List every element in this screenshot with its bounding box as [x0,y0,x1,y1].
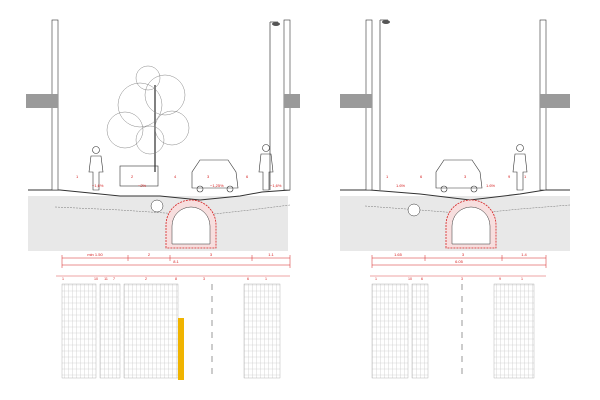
right-plan-num-2: 10 [408,277,412,281]
right-label-6: 6 [420,174,423,179]
right-dim-1: 1.65 [394,252,403,257]
left-dim-1: min 1.50 [87,252,103,257]
left-road-surface [28,189,291,201]
right-plan: 1 10 6 3 9 1 [370,275,546,379]
left-plan-strip [99,283,121,379]
pedestrian-icon [88,146,104,191]
left-label-3: 3 [207,174,210,179]
left-plan-sidewalk-right [243,283,281,379]
car-icon-right [435,159,483,193]
right-dim-total: 6.05 [455,259,464,264]
right-plan-strip [411,283,429,379]
left-dim-4: 1.1 [268,252,274,257]
right-pipe [407,203,421,217]
right-dim-2: 3 [462,252,465,257]
left-label-1: 1 [76,174,79,179]
left-plan-num-4: 7 [113,277,115,281]
left-plan: 1 10 11 7 2 8 3 6 1 [56,275,290,380]
left-label-slope-a: −1,6% [92,183,104,188]
right-label-1b: 1 [524,174,527,179]
right-plan-sidewalk [371,283,409,379]
left-plan-num-7: 3 [203,277,205,281]
right-label-slope-a: 1.6% [396,183,406,188]
right-cross-section: 1 1.6% 6 3 1.6% 9 1 [340,19,571,251]
street-lamp-icon [269,21,280,190]
street-lamp-icon-right [379,19,390,190]
left-dim-3: 3 [210,252,213,257]
left-plan-num-2: 10 [94,277,98,281]
left-plan-num-5: 2 [145,277,147,281]
right-label-slope-b: 1.6% [486,183,496,188]
right-label-3: 3 [464,174,467,179]
pedestrian-icon-right [258,144,274,191]
right-plan-num-3: 6 [421,277,423,281]
right-balcony-right [540,94,570,108]
left-dim-total: 8.1 [173,259,179,264]
left-label-slope-d: −1,6% [270,183,282,188]
right-label-9: 9 [508,174,511,179]
pedestrian-icon-far-right [512,144,528,191]
left-balcony-left [26,94,58,108]
right-plan-num-5: 9 [499,277,501,281]
left-dimensions: min 1.50 2 3 1.1 8.1 [61,252,291,268]
right-balcony-left [340,94,372,108]
planter-box [119,165,159,187]
right-plan-sidewalk-right [493,283,535,379]
left-plan-sidewalk [61,283,97,379]
left-plan-num-3: 11 [104,277,108,281]
left-label-slope-c: −1,25% [210,183,224,188]
left-label-slope-b: −2% [138,183,147,188]
left-plan-num-9: 1 [265,277,267,281]
right-label-1: 1 [386,174,389,179]
right-plan-num-1: 1 [375,277,377,281]
left-cross-section: 1 −1,6% 2 −2% 4 3 −1,25% 6 −1,6% [26,19,300,251]
right-plan-num-4: 3 [461,277,463,281]
left-plan-highlight-bar [178,318,184,380]
left-balcony-right [284,94,300,108]
left-plan-num-8: 6 [247,277,249,281]
left-pipe [150,199,164,213]
right-dimensions: 1.65 3 1.4 6.05 [371,252,547,268]
left-plan-parking [123,283,179,379]
tree-icon [106,65,190,172]
left-plan-num-1: 1 [62,277,64,281]
left-label-2: 2 [131,174,134,179]
left-plan-num-6: 8 [175,277,177,281]
right-dim-3: 1.4 [521,252,527,257]
car-icon [191,159,239,193]
left-label-6: 6 [246,174,249,179]
left-dim-2: 2 [148,252,151,257]
left-label-4: 4 [174,174,177,179]
right-plan-num-6: 1 [521,277,523,281]
